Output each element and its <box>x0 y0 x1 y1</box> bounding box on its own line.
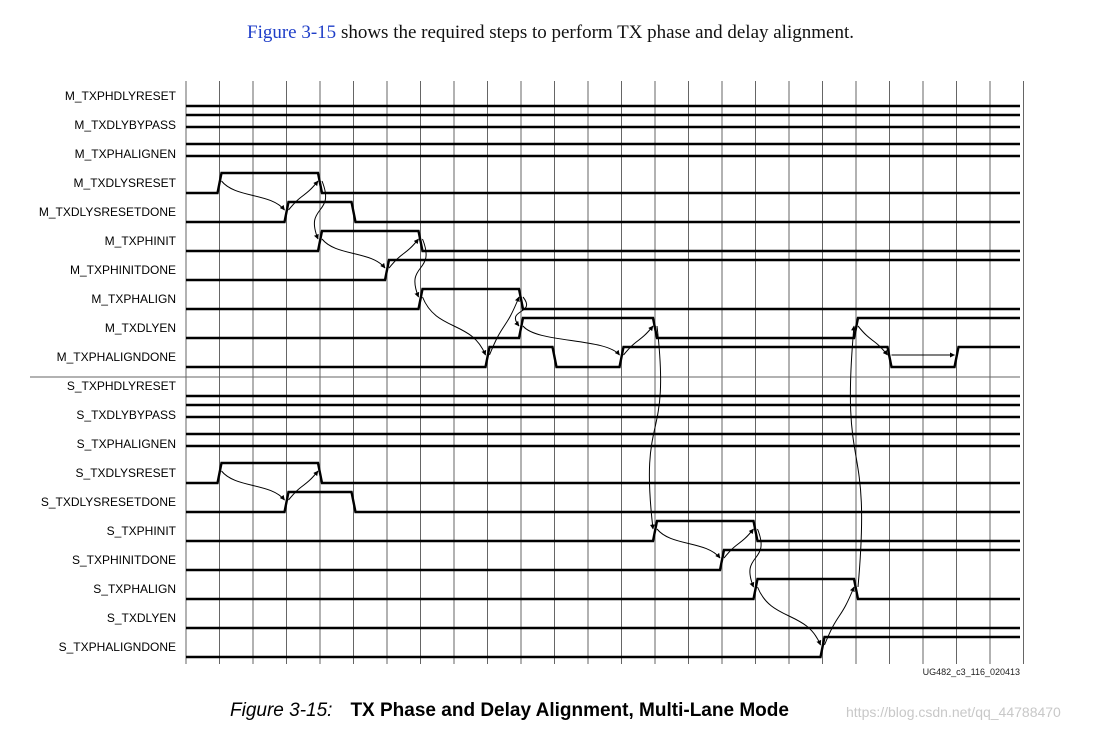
dependency-arrow <box>288 470 319 501</box>
signal-label: M_TXDLYEN <box>105 321 176 335</box>
signal-label: S_TXPHALIGN <box>93 582 176 596</box>
waveform <box>186 345 1020 369</box>
signal-label: S_TXDLYEN <box>107 611 176 625</box>
dependency-arrow <box>221 180 285 211</box>
waveform <box>186 519 1020 543</box>
dependency-arrow <box>288 180 319 211</box>
dependency-arrow <box>824 586 855 646</box>
signal-label: M_TXPHDLYRESET <box>65 89 177 103</box>
dependency-arrow <box>514 296 528 327</box>
dependency-arrows <box>221 180 955 646</box>
dependency-arrow <box>388 238 419 269</box>
dependency-arrow <box>414 238 427 298</box>
dependency-arrow <box>313 180 327 240</box>
figure-code: UG482_c3_116_020413 <box>922 667 1020 677</box>
caption-number: Figure 3-15: <box>230 700 333 721</box>
waveform <box>186 577 1020 601</box>
waveform <box>186 200 1020 224</box>
waveform <box>186 316 1020 340</box>
signal-label: S_TXPHALIGNEN <box>77 437 176 451</box>
intro-text: shows the required steps to perform TX p… <box>336 22 854 43</box>
signal-label: M_TXPHALIGNDONE <box>57 350 176 364</box>
dependency-arrow <box>723 528 754 559</box>
signal-label: S_TXPHALIGNDONE <box>59 640 176 654</box>
waveform <box>186 171 1020 195</box>
timing-diagram: M_TXPHDLYRESET M_TXDLYBYPASS M_TXPHALIGNEN… <box>30 81 1024 664</box>
signal-label: M_TXDLYBYPASS <box>74 118 176 132</box>
signal-label: M_TXPHALIGN <box>91 292 176 306</box>
dependency-arrow <box>656 528 721 559</box>
signal-label: S_TXPHINITDONE <box>72 553 176 567</box>
watermark: https://blog.csdn.net/qq_44788470 <box>846 704 1061 720</box>
signal-label: M_TXDLYSRESET <box>74 176 177 190</box>
figure-reference-link[interactable]: Figure 3-15 <box>247 22 337 43</box>
signal-label: S_TXPHDLYRESET <box>67 379 177 393</box>
signal-labels: M_TXPHDLYRESET M_TXDLYBYPASS M_TXPHALIGNEN… <box>39 89 177 654</box>
waveform <box>186 461 1020 485</box>
intro-sentence: Figure 3-15 shows the required steps to … <box>0 22 1101 44</box>
dependency-arrow <box>849 325 863 588</box>
signal-waveforms <box>186 104 1020 659</box>
timing-grid <box>30 81 1024 664</box>
signal-label: S_TXDLYSRESETDONE <box>41 495 176 509</box>
waveform <box>186 258 1020 282</box>
signal-label: M_TXDLYSRESETDONE <box>39 205 176 219</box>
dependency-arrow <box>857 325 888 356</box>
dependency-arrow <box>221 470 285 501</box>
dependency-arrow <box>522 325 620 356</box>
dependency-arrow <box>757 586 822 646</box>
dependency-arrow <box>749 528 762 588</box>
signal-label: S_TXPHINIT <box>107 524 177 538</box>
dependency-arrow <box>623 325 654 356</box>
waveform <box>186 635 1020 659</box>
dependency-arrow <box>321 238 386 269</box>
waveform <box>186 229 1020 253</box>
caption-title: TX Phase and Delay Alignment, Multi-Lane… <box>350 700 789 721</box>
dependency-arrow <box>489 296 520 356</box>
waveform <box>186 287 1020 311</box>
figure-caption: Figure 3-15: TX Phase and Delay Alignment… <box>230 700 789 722</box>
dependency-arrow <box>422 296 487 356</box>
waveform <box>186 490 1020 514</box>
waveform <box>186 548 1020 572</box>
signal-label: M_TXPHINIT <box>105 234 177 248</box>
signal-label: S_TXDLYSRESET <box>76 466 177 480</box>
signal-label: M_TXPHINITDONE <box>70 263 176 277</box>
signal-label: S_TXDLYBYPASS <box>76 408 176 422</box>
dependency-arrow <box>648 325 662 530</box>
signal-label: M_TXPHALIGNEN <box>75 147 176 161</box>
